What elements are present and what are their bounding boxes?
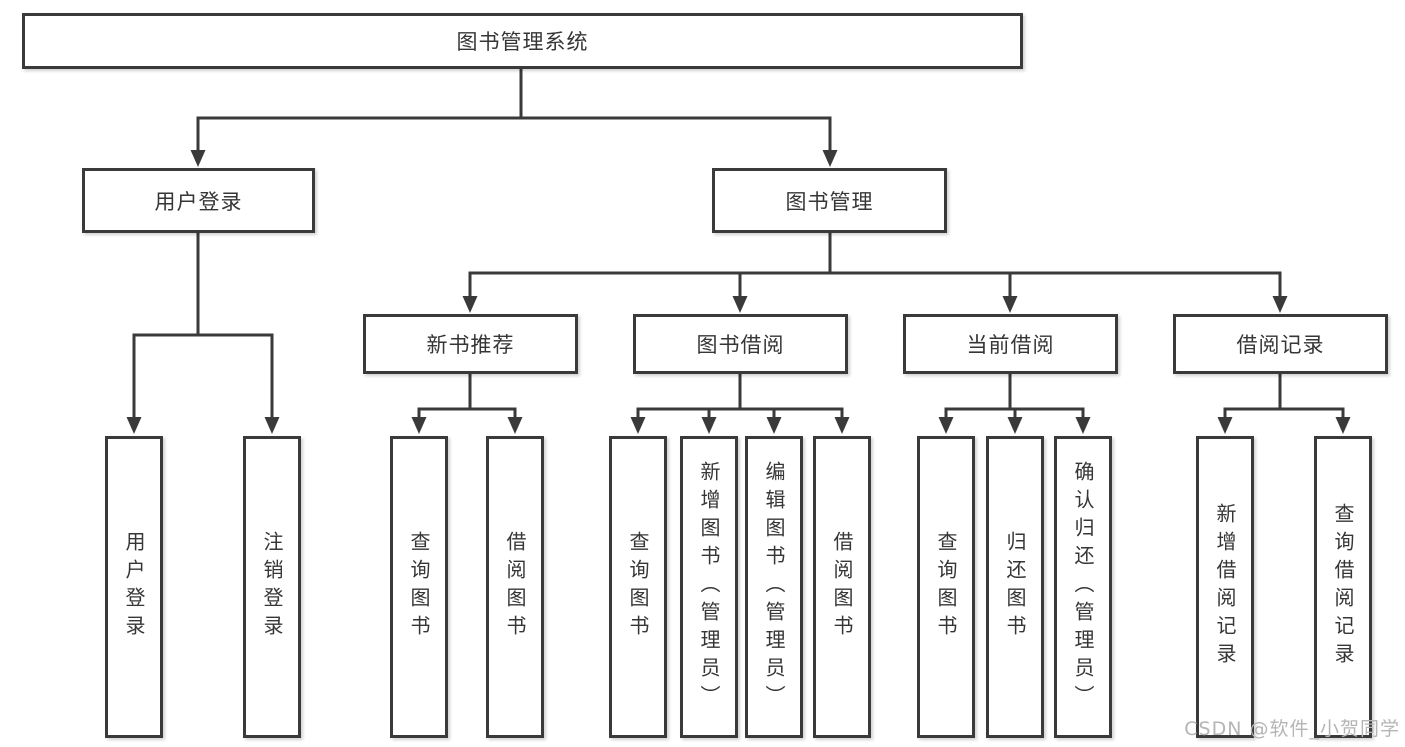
node-library-management-system: 图书管理系统 (22, 13, 1023, 69)
node-label: 归还图书 (1003, 531, 1027, 643)
node-current-borrowing: 当前借阅 (903, 314, 1118, 374)
leaf-user-login: 用户登录 (105, 436, 163, 738)
node-book-management: 图书管理 (712, 168, 947, 233)
leaf-confirm-return-admin: 确认归还（管理员） (1054, 436, 1112, 738)
node-label: 图书管理 (785, 189, 874, 214)
leaf-add-books-admin: 新增图书（管理员） (680, 436, 738, 738)
node-label: 确认归还（管理员） (1071, 461, 1095, 713)
leaf-query-books-borrow: 查询图书 (609, 436, 667, 738)
node-borrowing-records: 借阅记录 (1173, 314, 1388, 374)
leaf-borrow-books: 借阅图书 (813, 436, 871, 738)
node-label: 新增借阅记录 (1213, 503, 1237, 671)
node-label: 查询图书 (626, 531, 650, 643)
csdn-watermark: CSDN @软件_小贺同学 (1184, 718, 1400, 740)
node-label: 用户登录 (122, 531, 146, 643)
leaf-logout: 注销登录 (243, 436, 301, 738)
node-new-book-recommend: 新书推荐 (363, 314, 578, 374)
node-label: 查询借阅记录 (1331, 503, 1355, 671)
node-label: 借阅记录 (1236, 333, 1325, 357)
node-label: 新书推荐 (426, 333, 515, 357)
node-label: 用户登录 (154, 189, 243, 214)
node-label: 借阅图书 (503, 531, 527, 643)
leaf-add-borrow-record: 新增借阅记录 (1196, 436, 1254, 738)
leaf-query-books-recommend: 查询图书 (390, 436, 448, 738)
leaf-return-books: 归还图书 (986, 436, 1044, 738)
leaf-query-books-current: 查询图书 (917, 436, 975, 738)
node-label: 图书管理系统 (456, 30, 589, 54)
node-book-borrowing: 图书借阅 (633, 314, 848, 374)
node-label: 查询图书 (407, 531, 431, 643)
node-label: 新增图书（管理员） (697, 461, 721, 713)
leaf-query-borrow-record: 查询借阅记录 (1314, 436, 1372, 738)
node-label: 图书借阅 (696, 333, 785, 357)
leaf-borrow-books-recommend: 借阅图书 (486, 436, 544, 738)
node-user-login: 用户登录 (82, 168, 315, 233)
node-label: 借阅图书 (830, 531, 854, 643)
node-label: 查询图书 (934, 531, 958, 643)
node-label: 当前借阅 (966, 333, 1055, 357)
node-label: 编辑图书（管理员） (762, 461, 786, 713)
leaf-edit-books-admin: 编辑图书（管理员） (745, 436, 803, 738)
node-label: 注销登录 (260, 531, 284, 643)
